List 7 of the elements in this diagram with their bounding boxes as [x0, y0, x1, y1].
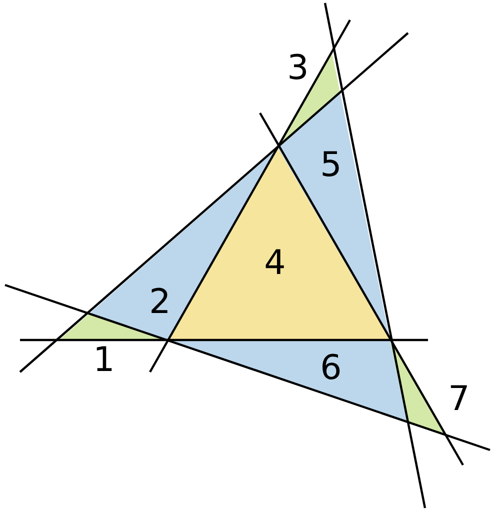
region-number: 1: [93, 343, 115, 377]
region-number: 4: [264, 246, 286, 280]
region-number: 5: [320, 148, 342, 182]
region-number: 7: [448, 382, 470, 416]
region-number: 6: [320, 351, 342, 385]
region-number: 2: [149, 285, 171, 319]
region-number: 3: [287, 51, 309, 85]
